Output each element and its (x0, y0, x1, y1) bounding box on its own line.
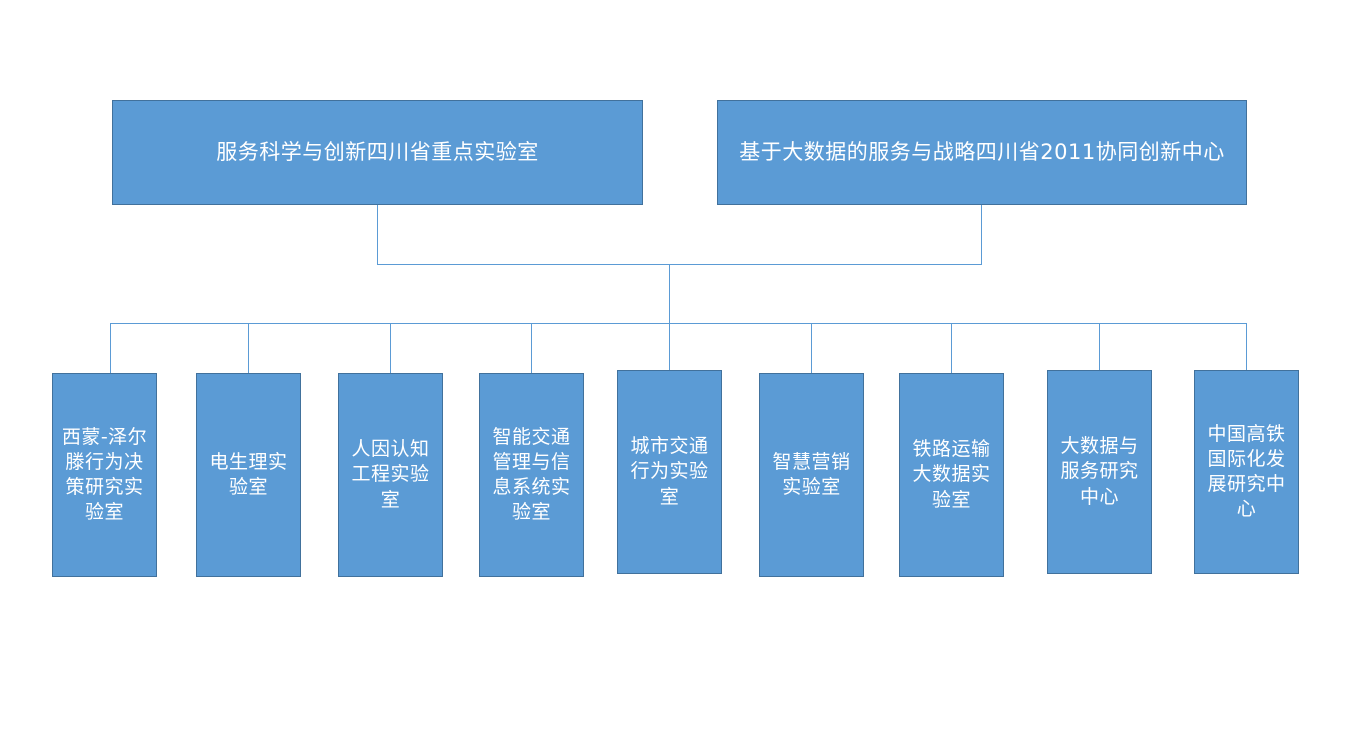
connector-leaf-6-vertical (811, 323, 812, 373)
node-label: 铁路运输大数据实验室 (912, 438, 991, 511)
node-leaf-3[interactable]: 人因认知工程实验室 (338, 373, 443, 577)
node-label: 城市交通行为实验室 (630, 435, 709, 508)
connector-leaf-9-vertical (1246, 323, 1247, 373)
node-leaf-1[interactable]: 西蒙-泽尔滕行为决策研究实验室 (52, 373, 157, 577)
node-lab-key[interactable]: 服务科学与创新四川省重点实验室 (112, 100, 643, 205)
connector-top-left-vertical (377, 205, 378, 265)
node-leaf-8[interactable]: 大数据与服务研究中心 (1047, 370, 1152, 574)
connector-top-join-horizontal (377, 264, 982, 265)
node-center-2011[interactable]: 基于大数据的服务与战略四川省2011协同创新中心 (717, 100, 1247, 205)
node-label: 基于大数据的服务与战略四川省2011协同创新中心 (739, 139, 1225, 164)
connector-spine-vertical (669, 264, 670, 324)
node-leaf-2[interactable]: 电生理实验室 (196, 373, 301, 577)
node-label: 智慧营销实验室 (772, 450, 851, 498)
connector-leaf-5-vertical (669, 323, 670, 373)
connector-leaf-7-vertical (951, 323, 952, 373)
connector-distribution-bar (110, 323, 1247, 324)
node-label: 西蒙-泽尔滕行为决策研究实验室 (61, 425, 148, 524)
node-leaf-6[interactable]: 智慧营销实验室 (759, 373, 864, 577)
node-label: 中国高铁国际化发展研究中心 (1207, 422, 1286, 521)
node-leaf-5[interactable]: 城市交通行为实验室 (617, 370, 722, 574)
connector-leaf-1-vertical (110, 323, 111, 373)
node-label: 服务科学与创新四川省重点实验室 (216, 139, 539, 164)
connector-leaf-2-vertical (248, 323, 249, 373)
connector-leaf-3-vertical (390, 323, 391, 373)
connector-top-right-vertical (981, 205, 982, 265)
connector-leaf-8-vertical (1099, 323, 1100, 373)
connector-leaf-4-vertical (531, 323, 532, 373)
node-label: 电生理实验室 (209, 450, 288, 498)
node-leaf-7[interactable]: 铁路运输大数据实验室 (899, 373, 1004, 577)
node-label: 智能交通管理与信息系统实验室 (492, 425, 571, 524)
node-leaf-4[interactable]: 智能交通管理与信息系统实验室 (479, 373, 584, 577)
node-leaf-9[interactable]: 中国高铁国际化发展研究中心 (1194, 370, 1299, 574)
node-label: 人因认知工程实验室 (351, 438, 430, 511)
node-label: 大数据与服务研究中心 (1060, 435, 1139, 508)
